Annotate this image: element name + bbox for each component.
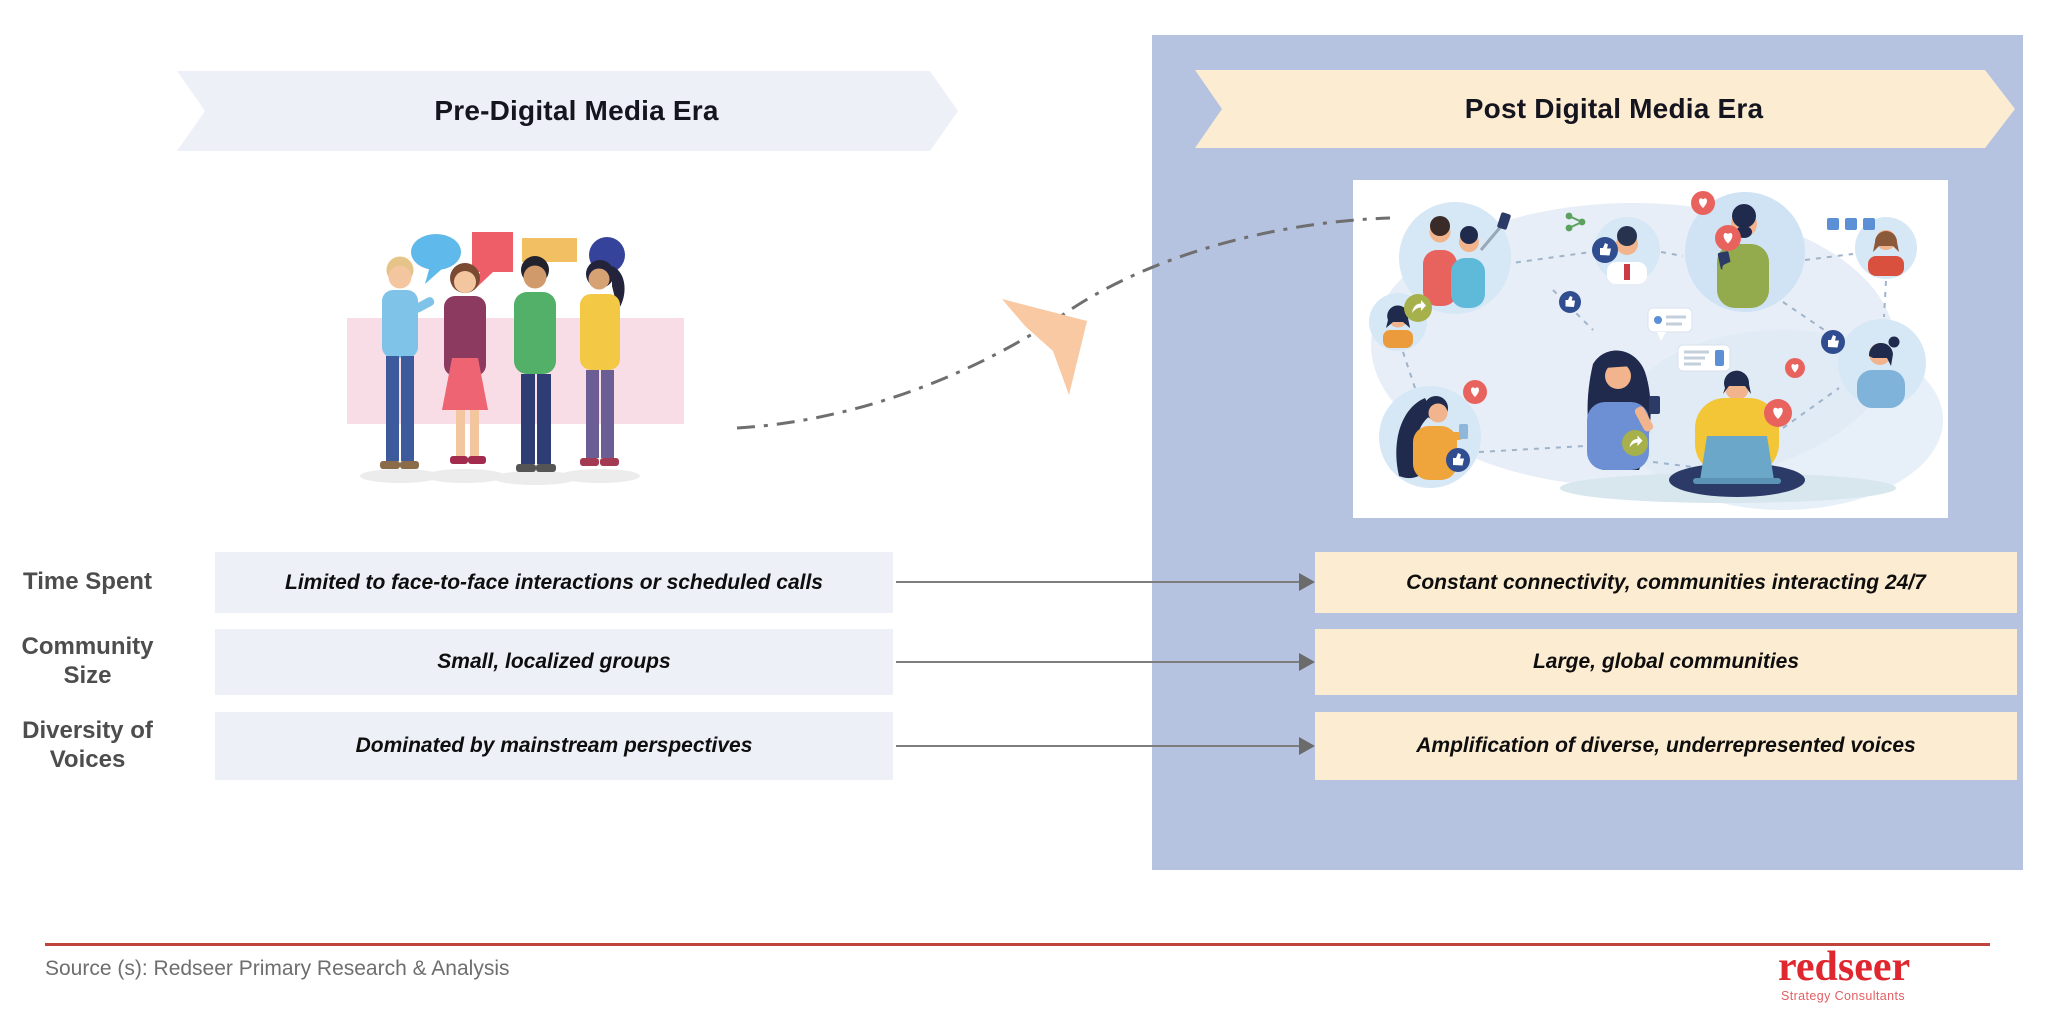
laptop-man <box>1669 370 1805 497</box>
social-network-card <box>1353 180 1948 518</box>
pre-value-diversity-of-voices: Dominated by mainstream perspectives <box>215 712 893 780</box>
speech-bubble-icon <box>411 234 461 284</box>
avatar-woman-orange <box>1855 217 1917 279</box>
heart-icon <box>1463 380 1487 404</box>
avatar-man-shirt <box>1594 217 1660 284</box>
pre-era-banner: Pre-Digital Media Era <box>177 71 958 151</box>
person-yellow-top <box>580 260 625 466</box>
thumbs-up-icon <box>1559 291 1581 313</box>
chat-bubble-icon <box>1647 307 1693 341</box>
chevron-banner-shape <box>1195 70 2015 148</box>
redseer-logo-wordmark: redseer <box>1778 944 1911 990</box>
redseer-logo-tagline: Strategy Consultants <box>1781 989 1906 1003</box>
post-era-banner: Post Digital Media Era <box>1195 70 2015 148</box>
avatar-woman-phone <box>1379 386 1481 488</box>
avatar-selfie-couple <box>1399 202 1511 314</box>
heart-icon <box>1715 225 1741 251</box>
group-conversation-illustration <box>347 232 684 485</box>
post-value-community-size: Large, global communities <box>1315 629 2017 695</box>
post-era-banner-label: Post Digital Media Era <box>1464 93 1764 124</box>
share-icon <box>1622 430 1648 456</box>
row-arrow-time-spent <box>896 573 1315 591</box>
person-maroon-cardigan <box>442 263 488 464</box>
thumbs-up-icon <box>1592 237 1618 263</box>
pre-era-banner-label: Pre-Digital Media Era <box>434 95 719 126</box>
share-icon <box>1404 294 1432 322</box>
row-label-diversity-of-voices: Diversity of Voices <box>22 717 153 773</box>
source-note: Source (s): Redseer Primary Research & A… <box>45 957 510 980</box>
heart-icon <box>1785 358 1805 378</box>
post-value-diversity-of-voices: Amplification of diverse, underrepresent… <box>1315 712 2017 780</box>
footer-divider <box>45 943 1990 946</box>
row-arrow-community-size <box>896 653 1315 671</box>
person-green-hoodie <box>514 256 556 472</box>
post-value-time-spent: Constant connectivity, communities inter… <box>1315 552 2017 613</box>
row-label-time-spent: Time Spent <box>23 568 152 596</box>
avatar-man-phone <box>1685 192 1805 312</box>
redseer-logo: redseer Strategy Consultants <box>1778 946 1910 1003</box>
menu-squares-icon <box>1827 218 1875 230</box>
speech-bubble-icon <box>472 232 513 288</box>
avatar-woman-blue <box>1838 319 1926 408</box>
person-blue-shirt <box>380 256 435 469</box>
thumbs-up-icon <box>1446 448 1470 472</box>
row-label-community-size: Community Size <box>21 633 154 689</box>
pre-value-community-size: Small, localized groups <box>215 629 893 695</box>
share-network-icon <box>1565 212 1586 232</box>
row-arrow-diversity-of-voices <box>896 737 1315 755</box>
thumbs-up-icon <box>1821 330 1845 354</box>
pre-value-time-spent: Limited to face-to-face interactions or … <box>215 552 893 613</box>
heart-icon <box>1764 399 1792 427</box>
peach-arrow-icon <box>1002 299 1087 395</box>
chevron-banner-shape <box>177 71 958 151</box>
heart-icon <box>1691 191 1715 215</box>
chat-bubble-icon <box>1677 344 1731 372</box>
online-social-network-illustration <box>1369 191 1943 510</box>
